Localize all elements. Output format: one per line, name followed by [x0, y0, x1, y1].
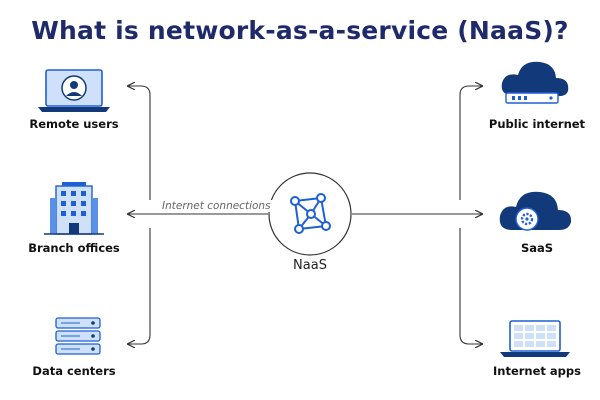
node-label-remote-users: Remote users — [29, 117, 119, 131]
office-building-icon — [44, 182, 104, 235]
internet-connections-label: Internet connections — [160, 200, 273, 212]
node-label-saas: SaaS — [520, 241, 554, 255]
diagram-title: What is network-as-a-service (NaaS)? — [31, 16, 569, 45]
left-connectors — [128, 86, 268, 344]
node-label-public-internet: Public internet — [488, 117, 586, 131]
monitor-apps-icon — [500, 320, 570, 357]
arrow-to-internet-apps — [459, 228, 482, 344]
laptop-user-icon — [38, 69, 110, 112]
network-mesh-icon — [290, 193, 331, 234]
node-label-data-centers: Data centers — [32, 364, 116, 378]
arrow-to-remote-users — [128, 86, 151, 200]
server-rack-icon — [55, 317, 101, 355]
naas-label: NaaS — [293, 258, 327, 273]
arrow-to-public-internet — [459, 86, 482, 200]
cloud-server-icon — [501, 61, 569, 104]
naas-node — [268, 172, 352, 256]
arrow-to-data-centers — [128, 228, 151, 344]
node-label-internet-apps: Internet apps — [493, 364, 581, 378]
right-connectors — [352, 86, 482, 344]
cloud-gear-icon — [499, 191, 572, 231]
node-label-branch-offices: Branch offices — [28, 241, 120, 255]
